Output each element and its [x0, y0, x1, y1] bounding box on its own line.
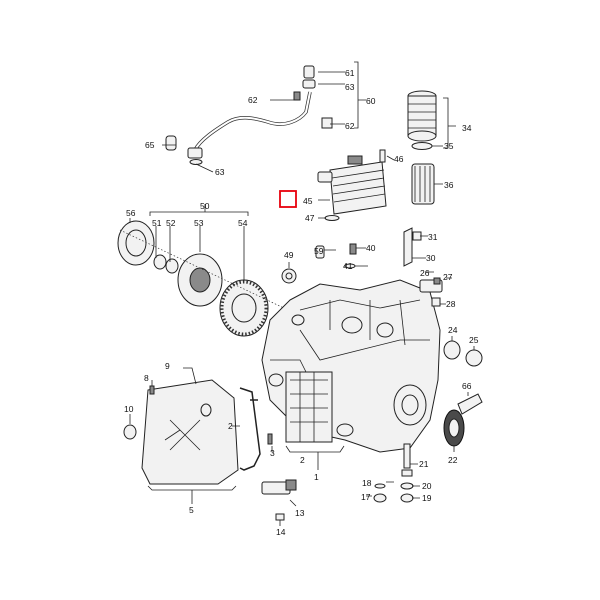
- bracket-62: [321, 117, 333, 129]
- oring-35: [411, 142, 433, 150]
- label-63b: 63: [215, 167, 225, 177]
- label-40: 40: [366, 243, 376, 253]
- bottom-fasteners: [366, 443, 420, 503]
- label-3: 3: [270, 448, 275, 458]
- sensor-62: [293, 91, 301, 101]
- label-21: 21: [419, 459, 429, 469]
- oil-filter-assembly: [407, 90, 456, 205]
- label-59: 59: [314, 246, 324, 256]
- oring-63: [189, 159, 203, 165]
- label-26: 26: [420, 268, 430, 278]
- label-9: 9: [165, 361, 170, 371]
- label-63a: 63: [345, 82, 355, 92]
- label-62a: 62: [248, 95, 258, 105]
- label-25: 25: [469, 335, 479, 345]
- label-36: 36: [444, 180, 454, 190]
- label-19: 19: [422, 493, 432, 503]
- filler-tube-assembly: [162, 61, 366, 173]
- label-2a: 2: [228, 421, 233, 431]
- small-parts-upper: [281, 227, 428, 284]
- label-10: 10: [124, 404, 134, 414]
- valve-body-2: [285, 371, 333, 443]
- tube-end: [187, 147, 203, 159]
- label-62b: 62: [345, 121, 355, 131]
- label-51: 51: [152, 218, 162, 228]
- label-50: 50: [200, 201, 210, 211]
- label-35: 35: [444, 141, 454, 151]
- label-22: 22: [448, 455, 458, 465]
- label-49: 49: [284, 250, 294, 260]
- clutch-assembly: [117, 204, 331, 337]
- label-61: 61: [345, 68, 355, 78]
- label-65: 65: [145, 140, 155, 150]
- label-18: 18: [362, 478, 372, 488]
- label-5: 5: [189, 505, 194, 515]
- cap-61: [303, 65, 315, 79]
- label-30: 30: [426, 253, 436, 263]
- label-66: 66: [462, 381, 472, 391]
- right-side-parts: [419, 271, 483, 452]
- label-31: 31: [428, 232, 438, 242]
- label-34: 34: [462, 123, 472, 133]
- label-27: 27: [443, 272, 453, 282]
- seal-63: [302, 79, 316, 89]
- label-60: 60: [366, 96, 376, 106]
- label-28: 28: [446, 299, 456, 309]
- plug-65: [165, 135, 177, 151]
- label-45: 45: [303, 196, 313, 206]
- label-13: 13: [295, 508, 305, 518]
- label-52: 52: [166, 218, 176, 228]
- label-53: 53: [194, 218, 204, 228]
- label-24: 24: [448, 325, 458, 335]
- label-46: 46: [394, 154, 404, 164]
- highlight-box: [279, 190, 297, 208]
- label-17: 17: [361, 492, 371, 502]
- label-47: 47: [305, 213, 315, 223]
- label-2b: 2: [300, 455, 305, 465]
- label-8: 8: [144, 373, 149, 383]
- part-labels: 61 63 60 62 62 34 35 36 65 63 46 45 47 5…: [124, 68, 479, 537]
- label-41: 41: [343, 261, 353, 271]
- label-14: 14: [276, 527, 286, 537]
- label-1: 1: [314, 472, 319, 482]
- transmission-housing: [261, 279, 441, 470]
- oil-pan: [123, 367, 297, 526]
- label-20: 20: [422, 481, 432, 491]
- oil-cooler-assembly: [279, 149, 395, 221]
- label-54: 54: [238, 218, 248, 228]
- label-56: 56: [126, 208, 136, 218]
